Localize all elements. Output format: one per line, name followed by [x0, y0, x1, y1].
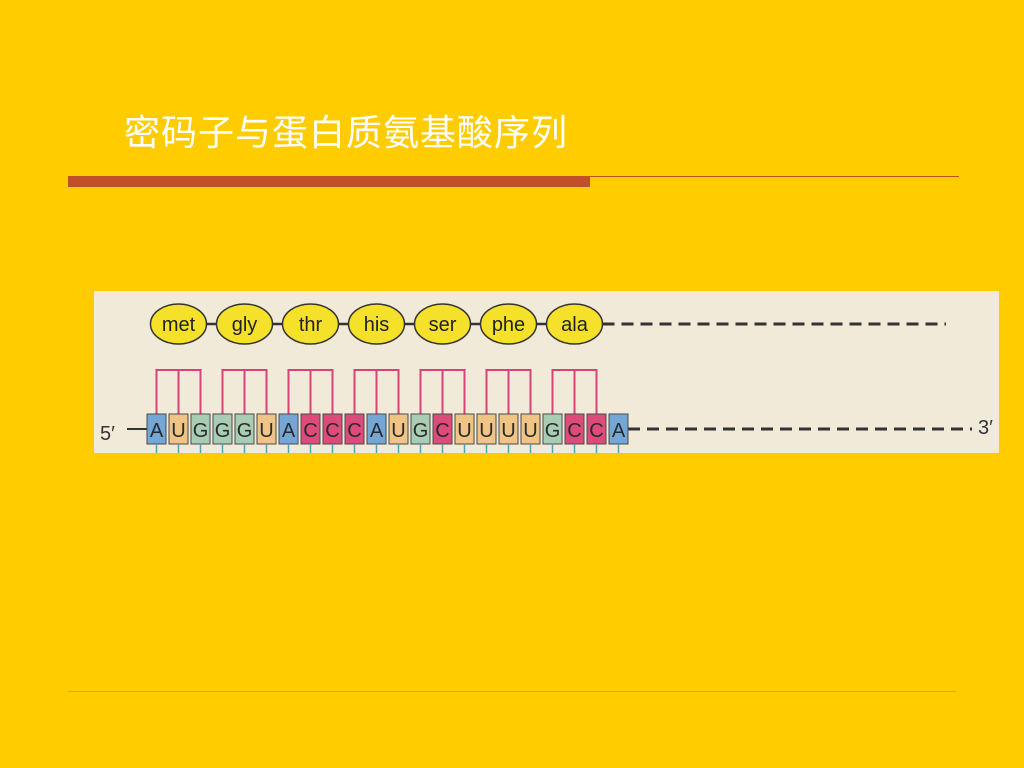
nucleotide-letter: G: [413, 420, 429, 442]
footer-divider: [68, 691, 956, 692]
nucleotide-letter: C: [303, 420, 317, 442]
codon-bracket: [485, 369, 532, 414]
nucleotide-letter: C: [567, 420, 581, 442]
nucleotide-letter: C: [435, 420, 449, 442]
nucleotide-letter: A: [150, 420, 164, 442]
codon-bracket: [551, 369, 598, 414]
amino-acid-label: met: [162, 314, 196, 336]
codon-bracket: [221, 369, 268, 414]
amino-acid-node: [215, 303, 274, 345]
nucleotide-letter: C: [325, 420, 339, 442]
nucleotide-letter: U: [259, 420, 273, 442]
amino-acid-node: [413, 303, 472, 345]
amino-acid-label: phe: [492, 314, 525, 336]
nucleotide-letter: G: [193, 420, 209, 442]
nucleotide-letter: A: [370, 420, 384, 442]
slide-title: 密码子与蛋白质氨基酸序列: [124, 113, 569, 154]
nucleotide-letter: G: [545, 420, 561, 442]
codon-bracket: [419, 369, 466, 414]
amino-acid-node: [347, 303, 406, 345]
three-prime-label: 3′: [978, 417, 993, 439]
nucleotide-letter: U: [171, 420, 185, 442]
five-prime-label: 5′: [100, 423, 115, 445]
codon-bracket: [155, 369, 202, 414]
amino-acid-label: ala: [561, 314, 589, 336]
nucleotide-letter: U: [501, 420, 515, 442]
codon-bracket: [287, 369, 334, 414]
codon-bracket: [353, 369, 400, 414]
nucleotide-letter: C: [347, 420, 361, 442]
amino-acid-node: [281, 303, 340, 345]
nucleotide-letter: A: [612, 420, 626, 442]
title-underline-thin: [590, 176, 959, 177]
nucleotide-letter: G: [237, 420, 253, 442]
title-underline-thick: [68, 176, 590, 187]
nucleotide-letter: U: [457, 420, 471, 442]
nucleotide-letter: A: [282, 420, 296, 442]
amino-acid-node: [149, 303, 208, 345]
amino-acid-label: ser: [429, 314, 457, 336]
amino-acid-label: thr: [299, 314, 323, 336]
amino-acid-label: his: [364, 314, 390, 336]
amino-acid-node: [479, 303, 538, 345]
nucleotide-letter: U: [479, 420, 493, 442]
nucleotide-letter: U: [391, 420, 405, 442]
nucleotide-letter: C: [589, 420, 603, 442]
nucleotide-letter: U: [523, 420, 537, 442]
amino-acid-node: [545, 303, 604, 345]
amino-acid-label: gly: [232, 314, 258, 336]
nucleotide-letter: G: [215, 420, 231, 442]
